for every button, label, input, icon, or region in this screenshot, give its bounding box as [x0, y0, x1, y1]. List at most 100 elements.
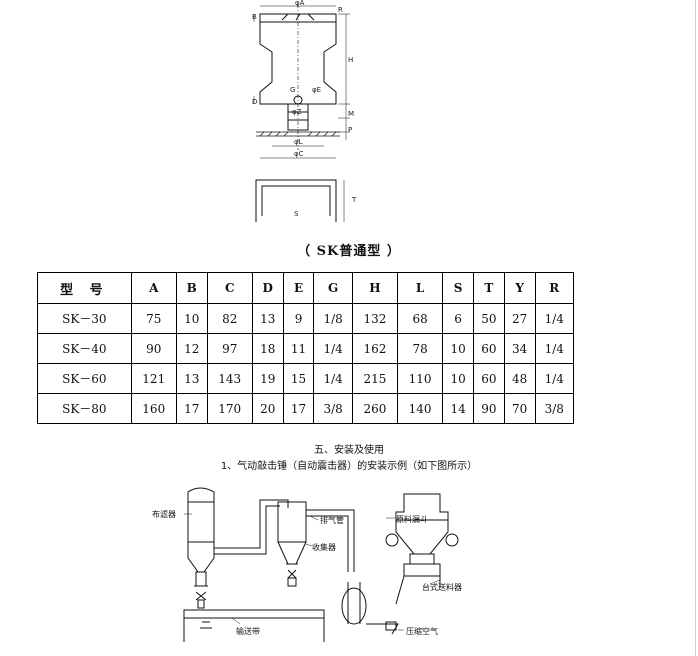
label-conveyor: 输送带: [236, 626, 260, 636]
dim-label-d: D: [252, 98, 257, 106]
header-cell: T: [473, 272, 505, 304]
table-cell: SK－30: [37, 303, 132, 334]
table-cell: 3/8: [534, 393, 575, 424]
table-cell: 1/4: [534, 333, 575, 364]
header-cell: H: [351, 272, 399, 304]
dim-label-a: φA: [295, 0, 305, 7]
table-cell: 27: [503, 303, 536, 334]
table-cell: 75: [130, 303, 177, 334]
hammer-body: [259, 13, 337, 131]
table-cell: 3/8: [313, 393, 353, 424]
dim-label-t: T: [351, 196, 357, 204]
header-cell: L: [397, 272, 444, 304]
table-row: SK－30 75 10 82 13 9 1/8 132 68 6 50 27 1…: [37, 303, 575, 334]
header-cell: D: [251, 272, 284, 304]
table-cell: 170: [206, 393, 253, 424]
table-cell: 90: [473, 393, 505, 424]
base-section: [255, 179, 345, 222]
table-cell: 13: [175, 363, 208, 394]
pipe: [214, 505, 280, 555]
table-cell: SK－60: [37, 363, 132, 394]
label-raw-hopper: 原料漏斗: [396, 514, 428, 524]
table-cell: 19: [251, 363, 284, 394]
table-cell: 17: [175, 393, 208, 424]
pipe: [214, 499, 289, 549]
air-valve: [385, 621, 397, 631]
table-cell: 10: [175, 303, 208, 334]
header-cell: A: [130, 272, 177, 304]
table-row: SK－40 90 12 97 18 11 1/4 162 78 10 60 34…: [37, 333, 575, 364]
label-table-feeder: 台式送料器: [422, 582, 462, 592]
dimension-lines: [253, 5, 350, 159]
table-cell: 260: [351, 393, 399, 424]
dim-label-z: φZ: [292, 108, 302, 116]
table-cell: 10: [442, 333, 474, 364]
table-cell: 1/4: [534, 363, 575, 394]
table-cell: 215: [351, 363, 399, 394]
dim-label-b: B: [252, 13, 257, 21]
table-cell: 20: [251, 393, 284, 424]
dim-label-p: P: [348, 126, 352, 134]
section-title: 五、安装及使用: [314, 445, 384, 456]
table-cell: 1/4: [534, 303, 575, 334]
dim-label-s: S: [294, 210, 299, 218]
table-cell: 143: [206, 363, 253, 394]
mounting-surface: [256, 131, 340, 137]
label-collector: 收集器: [312, 542, 336, 552]
leader-lines: [184, 513, 441, 631]
compressed-air-line: [366, 623, 399, 635]
table-cell: 110: [397, 363, 444, 394]
raw-material-hopper: [385, 493, 459, 565]
dim-label-g: G: [290, 86, 295, 94]
table-cell: 48: [503, 363, 536, 394]
table-cell: 1/4: [313, 363, 353, 394]
header-cell: C: [206, 272, 253, 304]
conveyor-belt: [183, 609, 325, 642]
dim-label-c: φC: [294, 150, 304, 158]
exhaust-pipe: [306, 509, 355, 572]
table-cell: 11: [282, 333, 315, 364]
table-cell: 78: [397, 333, 444, 364]
table-cell: 160: [130, 393, 177, 424]
table-cell: 6: [442, 303, 474, 334]
table-cell: 34: [503, 333, 536, 364]
table-cell: 10: [442, 363, 474, 394]
table-feeder: [395, 563, 441, 605]
table-cell: 162: [351, 333, 399, 364]
table-cell: 68: [397, 303, 444, 334]
table-cell: 50: [473, 303, 505, 334]
table-header-row: 型 号 A B C D E G H L S T Y R: [37, 272, 575, 304]
cyclone-collector: [277, 501, 307, 587]
table-cell: 15: [282, 363, 315, 394]
blower: [341, 587, 367, 625]
table-cell: 17: [282, 393, 315, 424]
table-cell: 12: [175, 333, 208, 364]
table-cell: 1/8: [313, 303, 353, 334]
table-cell: 14: [442, 393, 474, 424]
header-cell: R: [534, 272, 575, 304]
header-cell: G: [313, 272, 353, 304]
bag-filter: [187, 487, 215, 609]
installation-diagram: 布滤器 排气管 原料漏斗 收集器 台式送料器 输送带 压缩空气: [140, 472, 470, 656]
table-cell: 13: [251, 303, 284, 334]
header-model: 型 号: [37, 272, 132, 304]
table-cell: 97: [206, 333, 253, 364]
exhaust-pipe: [306, 515, 349, 572]
label-bag-filter: 布滤器: [152, 509, 176, 519]
dim-label-e: φE: [312, 86, 321, 94]
table-row: SK－80 160 17 170 20 17 3/8 260 140 14 90…: [37, 393, 575, 424]
table-cell: SK－40: [37, 333, 132, 364]
table-cell: 121: [130, 363, 177, 394]
table-cell: 90: [130, 333, 177, 364]
header-cell: B: [175, 272, 208, 304]
spec-table: 型 号 A B C D E G H L S T Y R SK－30 75 10 …: [37, 272, 575, 424]
table-cell: 70: [503, 393, 536, 424]
table-cell: 9: [282, 303, 315, 334]
table-cell: 60: [473, 363, 505, 394]
table-cell: SK－80: [37, 393, 132, 424]
pipe: [347, 582, 361, 624]
drawing-caption: （ SK普通型 ）: [297, 244, 401, 259]
label-exhaust-pipe: 排气管: [320, 515, 344, 525]
header-cell: Y: [503, 272, 536, 304]
table-row: SK－60 121 13 143 19 15 1/4 215 110 10 60…: [37, 363, 575, 394]
